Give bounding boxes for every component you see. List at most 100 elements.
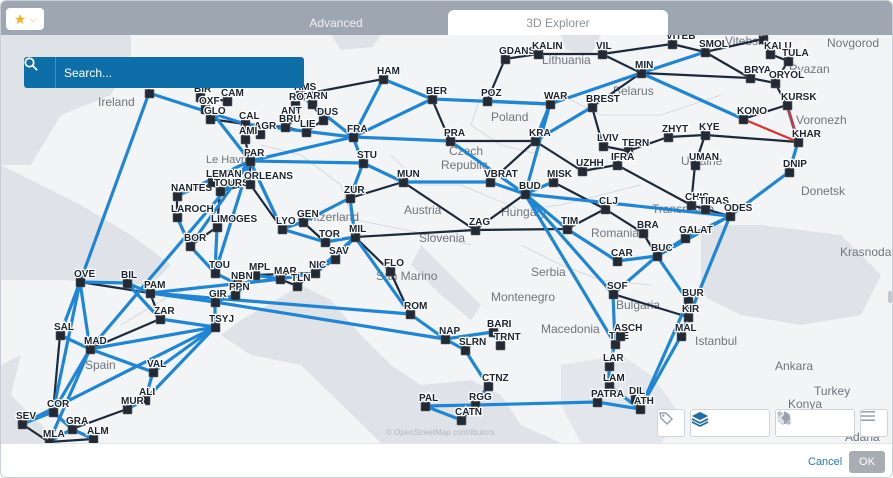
site-node-zur[interactable]: ZUR	[343, 184, 367, 204]
site-node-sav[interactable]: SAV	[328, 245, 350, 265]
site-node-pal[interactable]: PAL	[418, 392, 439, 412]
link-blue[interactable]	[148, 291, 412, 316]
node-marker[interactable]	[604, 361, 615, 372]
site-node-tor[interactable]: TOR	[318, 228, 342, 248]
site-node-pam[interactable]: PAM	[143, 279, 167, 299]
site-node-nap[interactable]: NAP	[438, 325, 462, 345]
site-node-glo[interactable]: GLO	[203, 105, 227, 125]
site-node-uzhh[interactable]: UZHH	[575, 157, 605, 177]
node-marker[interactable]	[683, 312, 694, 323]
link-dark[interactable]	[626, 135, 670, 153]
site-node-kursk[interactable]: KURSK	[780, 91, 819, 111]
node-marker[interactable]	[445, 136, 456, 147]
link-blue[interactable]	[523, 192, 617, 346]
site-node-misk[interactable]: MISK	[546, 168, 574, 188]
site-node-tim[interactable]: TIM	[560, 215, 579, 235]
link-blue[interactable]	[351, 135, 452, 143]
node-marker[interactable]	[318, 115, 329, 126]
site-node-vbrat[interactable]: VBRAT	[483, 168, 519, 188]
node-marker[interactable]	[245, 179, 256, 190]
site-node-buc[interactable]: BUC	[650, 242, 674, 262]
node-marker[interactable]	[765, 49, 776, 60]
node-marker[interactable]	[604, 381, 615, 392]
site-node-zar[interactable]: ZAR	[153, 305, 177, 325]
site-node-nantes[interactable]: NANTES	[170, 182, 214, 202]
node-marker[interactable]	[405, 309, 416, 320]
node-marker[interactable]	[172, 191, 183, 202]
node-marker[interactable]	[530, 136, 541, 147]
link-dark[interactable]	[689, 163, 697, 207]
node-marker[interactable]	[240, 134, 251, 145]
site-node-orleans[interactable]: ORLEANS	[243, 170, 294, 190]
link-blue[interactable]	[248, 135, 355, 163]
node-marker[interactable]	[690, 160, 701, 171]
node-marker[interactable]	[85, 344, 96, 355]
node-marker[interactable]	[548, 177, 559, 188]
site-node-kra[interactable]: KRA	[528, 127, 552, 147]
link-blue[interactable]	[639, 50, 707, 75]
node-marker[interactable]	[676, 331, 687, 342]
map-view[interactable]: IrelandLithuaniaBelarusPolandCzechRepubl…	[1, 35, 893, 443]
site-node-mun[interactable]: MUN	[396, 168, 421, 188]
link-dark[interactable]	[615, 163, 693, 207]
site-node-viteb[interactable]: VITEB	[665, 35, 697, 50]
site-node-lar[interactable]: LAR	[602, 352, 626, 372]
link-dark[interactable]	[298, 77, 385, 97]
site-node-galat[interactable]: GALAT	[678, 224, 714, 244]
node-marker[interactable]	[482, 96, 493, 107]
node-marker[interactable]	[577, 166, 588, 177]
site-node-ami[interactable]: AMI	[238, 125, 259, 145]
link-blue[interactable]	[351, 97, 434, 139]
link-blue[interactable]	[638, 299, 690, 411]
node-marker[interactable]	[232, 279, 243, 290]
node-marker[interactable]	[212, 222, 223, 233]
site-node-lyo[interactable]: LYO	[275, 215, 297, 235]
node-marker[interactable]	[782, 100, 793, 111]
node-marker[interactable]	[292, 281, 303, 292]
link-blue[interactable]	[88, 325, 217, 351]
link-dark[interactable]	[565, 207, 607, 231]
site-node-mur[interactable]: MUR	[120, 395, 146, 415]
link-blue[interactable]	[351, 77, 385, 139]
link-dark[interactable]	[70, 407, 129, 431]
node-marker[interactable]	[738, 114, 749, 125]
site-node-dus[interactable]: DUS	[316, 106, 340, 126]
site-node-ham[interactable]: HAM	[376, 65, 401, 85]
link-dark[interactable]	[473, 192, 527, 232]
link-dark[interactable]	[611, 292, 690, 319]
site-node-rot[interactable]: ROT	[288, 91, 311, 111]
node-marker[interactable]	[230, 290, 241, 301]
node-marker[interactable]	[307, 99, 318, 110]
link-blue[interactable]	[213, 159, 252, 275]
node-marker[interactable]	[385, 266, 396, 277]
node-marker[interactable]	[255, 129, 266, 140]
node-marker[interactable]	[725, 211, 736, 222]
node-marker[interactable]	[597, 49, 608, 60]
site-node-bari[interactable]: BARI	[486, 318, 513, 338]
node-marker[interactable]	[240, 119, 251, 130]
link-dark[interactable]	[703, 133, 800, 144]
site-node-limoges[interactable]: LIMOGES	[210, 213, 259, 233]
link-blue[interactable]	[381, 77, 434, 101]
node-marker[interactable]	[686, 200, 697, 211]
link-dark[interactable]	[590, 105, 605, 148]
map-canvas[interactable]: IrelandLithuaniaBelarusPolandCzechRepubl…	[1, 35, 893, 443]
node-marker[interactable]	[545, 99, 556, 110]
node-marker[interactable]	[222, 96, 233, 107]
link-red[interactable]	[785, 103, 800, 144]
link-blue[interactable]	[595, 400, 642, 411]
node-marker[interactable]	[623, 146, 634, 157]
site-node-zhyt[interactable]: ZHYT	[661, 123, 689, 143]
node-marker[interactable]	[783, 56, 794, 67]
node-marker[interactable]	[245, 156, 256, 167]
site-node-bur[interactable]: BUR	[681, 287, 706, 307]
tag-icon[interactable]	[658, 410, 684, 436]
site-node-arn[interactable]: ARN	[305, 90, 329, 110]
site-node-brya[interactable]: BRYA	[743, 64, 772, 84]
node-marker[interactable]	[210, 297, 221, 308]
site-node-mla[interactable]: MLA	[42, 428, 66, 443]
site-node-ove[interactable]: OVE	[73, 268, 97, 288]
site-node-slrn[interactable]: SLRN	[458, 336, 487, 356]
link-dark[interactable]	[401, 180, 477, 232]
node-marker[interactable]	[612, 256, 623, 267]
